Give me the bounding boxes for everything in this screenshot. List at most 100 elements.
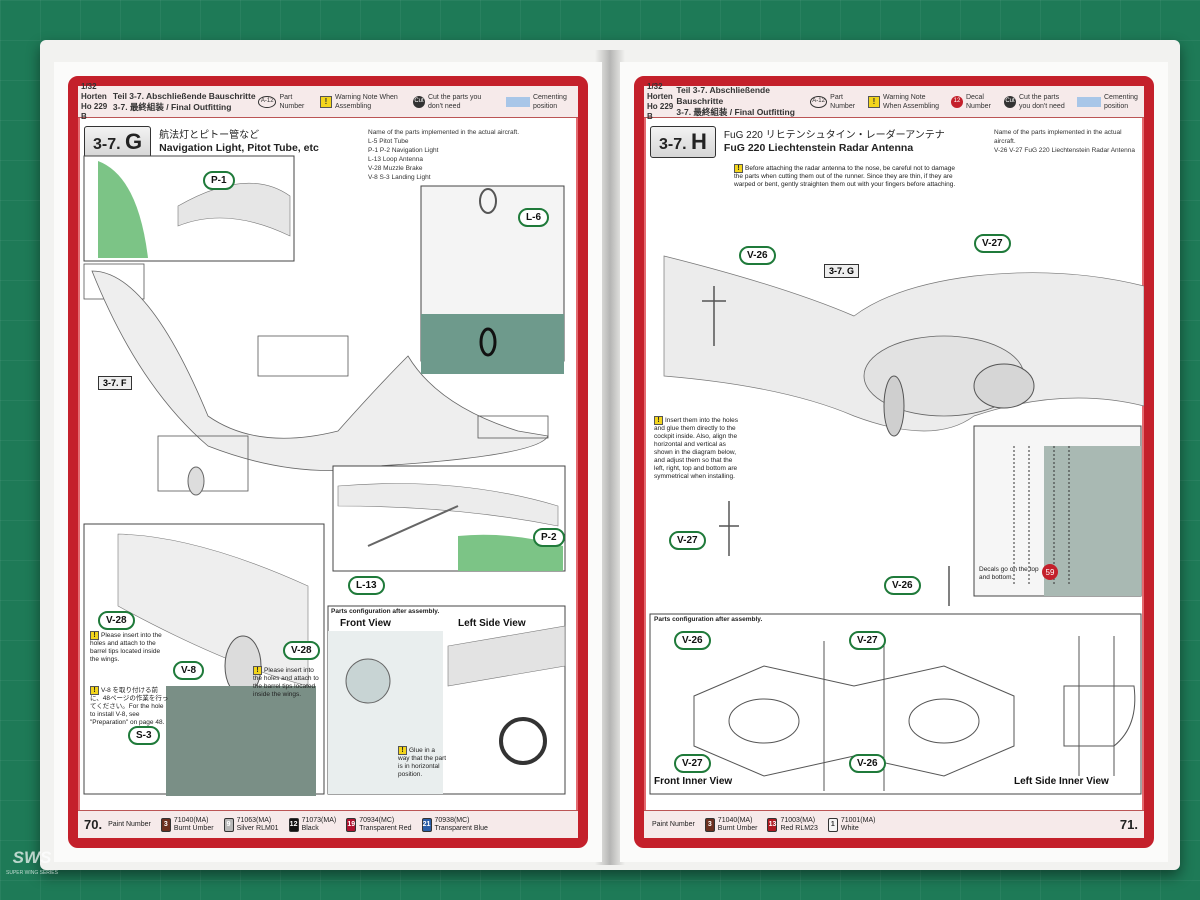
warning-note-insert: !Insert them into the holes and glue the… — [654, 416, 744, 481]
sws-watermark: SWS — [12, 848, 52, 867]
section-titles: 航法灯とピトー管など Navigation Light, Pitot Tube,… — [159, 129, 319, 155]
page-number: 70. — [84, 817, 103, 832]
section-3-7-g: 3-7. G 航法灯とピトー管など Navigation Light, Pito… — [84, 126, 319, 158]
paint-info: 70938(MC)Transparent Blue — [435, 817, 488, 833]
level-note: !Glue in a way that the part is in horiz… — [398, 746, 448, 779]
model-label: 1/32 Horten Ho 229 B — [647, 81, 674, 121]
parts-note-item: V-28 Muzzle Brake — [368, 165, 423, 172]
paint-name: Burnt Umber — [173, 824, 214, 832]
paint-code: 71001(MA) — [840, 816, 876, 824]
legend-cement-label: Cementing position — [532, 93, 567, 110]
legend-decal: 12 Decal Number — [951, 93, 996, 111]
front-view-engine — [345, 658, 391, 704]
tag-v-28: V-28 — [283, 641, 320, 660]
paint-entry: 12 71073(MA)Black — [288, 816, 337, 833]
paint-info: 70934(MC)Transparent Red — [359, 817, 411, 833]
section-title-jp: FuG 220 リヒテンシュタイン・レーダーアンテナ — [723, 130, 945, 141]
paint-number-legend: Paint Number — [108, 821, 151, 829]
side-view-airframe — [447, 625, 566, 687]
parts-note-heading: Name of the parts implemented in the act… — [994, 129, 1122, 145]
model-label: 1/32 Horten Ho 229 B — [81, 81, 108, 121]
parts-note-heading: Name of the parts implemented in the act… — [368, 129, 520, 136]
warning-icon: ! — [654, 416, 663, 425]
header-legend: A-12 Part Number ! Warning Note When Ass… — [810, 93, 1144, 111]
left-side-inner-view-label: Left Side Inner View — [1014, 776, 1109, 787]
paint-info: 71063(MA)Silver RLM01 — [237, 817, 279, 833]
landing-light-photo — [421, 314, 564, 374]
tag-s-3: S-3 — [128, 726, 160, 745]
paint-info: 71040(MA)Burnt Umber — [174, 817, 214, 833]
legend-warning: ! Warning Note When Assembling — [868, 93, 943, 111]
paint-entry: 3 71040(MA)Burnt Umber — [160, 817, 214, 833]
paint-code: 70938(MC) — [434, 816, 470, 824]
section-letter: H — [691, 129, 707, 154]
ref-3-7-f: 3-7. F — [98, 376, 132, 390]
landing-light-ring-photo — [479, 327, 497, 357]
pitot-wing-section — [337, 483, 559, 527]
legend-cut: Cut Cut the parts you don't need — [1004, 93, 1069, 111]
paint-chip: 1 — [827, 817, 838, 832]
paint-chip: 21 — [421, 817, 432, 832]
tag-l-13: L-13 — [348, 576, 385, 595]
title-de: Teil 3-7. Abschließende Bauschritte — [676, 85, 770, 106]
tag-v-27: V-27 — [849, 631, 886, 650]
paint-chip: 12 — [288, 817, 299, 832]
parts-note-item: L-13 Loop Antenna — [368, 156, 423, 163]
left-page: 1/32 Horten Ho 229 B Teil 3-7. Abschließ… — [54, 62, 602, 862]
section-title-en: Navigation Light, Pitot Tube, etc — [159, 142, 319, 154]
parts-note-item: L-5 Pitot Tube — [368, 138, 409, 145]
parts-note-item: P-1 P-2 Navigation Light — [368, 147, 439, 154]
legend-warning-label: Warning Note When Assembling — [883, 93, 940, 110]
paint-chip: 3 — [160, 817, 171, 832]
tag-v-27: V-27 — [974, 234, 1011, 253]
section-number-badge: 3-7. H — [650, 126, 716, 158]
paint-chip: 9 — [223, 817, 234, 832]
paint-info: 71040(MA)Burnt Umber — [718, 817, 758, 833]
parts-note-item: V-8 S-3 Landing Light — [368, 174, 431, 181]
gear-photo — [166, 686, 316, 796]
tag-v-28: V-28 — [98, 611, 135, 630]
paint-code: 71040(MA) — [173, 816, 209, 824]
front-view-photo — [328, 631, 443, 794]
parts-name-note: Name of the parts implemented in the act… — [368, 128, 578, 182]
warning-note-text: Please insert into the holes and attach … — [253, 667, 319, 698]
left-page-header: 1/32 Horten Ho 229 B Teil 3-7. Abschließ… — [78, 82, 578, 121]
legend-cement: Cementing position — [1077, 93, 1144, 111]
tag-v-26: V-26 — [739, 246, 776, 265]
section-title-jp: 航法灯とピトー管など — [159, 130, 260, 141]
paint-entry: 3 71040(MA)Burnt Umber — [704, 817, 758, 833]
paint-chip: 3 — [704, 817, 715, 832]
section-number: 3-7. — [659, 136, 687, 153]
decal-icon: 12 — [951, 95, 963, 108]
warning-note-text: Please insert into the holes and attach … — [90, 632, 162, 663]
front-view-label: Front View — [340, 618, 391, 629]
cut-icon: Cut — [1004, 95, 1016, 108]
section-titles: FuG 220 リヒテンシュタイン・レーダーアンテナ FuG 220 Liech… — [724, 129, 945, 155]
part-number-icon: A-12 — [258, 95, 277, 108]
paint-entry: 21 70938(MC)Transparent Blue — [421, 817, 488, 833]
warning-icon: ! — [398, 746, 407, 755]
right-page-footer: Paint Number 3 71040(MA)Burnt Umber 1 3 7… — [644, 810, 1144, 838]
paint-number-label: Paint Number — [652, 820, 695, 828]
warning-note-text: Insert them into the holes and glue them… — [654, 417, 738, 480]
paint-entry: 9 71063(MA)Silver RLM01 — [223, 817, 279, 833]
paint-chip: 19 — [346, 817, 357, 832]
wingtip-callout-box — [477, 415, 549, 439]
warning-note-radar: !Before attaching the radar antenna to t… — [734, 164, 964, 189]
title-jp-en: 3-7. 最終組装 / Final Outfitting — [112, 101, 232, 112]
paint-name: White — [840, 824, 859, 832]
cut-icon: Cut — [412, 95, 425, 108]
cement-swatch-icon — [1077, 96, 1101, 107]
paint-code: 71073(MA) — [301, 816, 337, 824]
paint-code: 70934(MC) — [359, 816, 395, 824]
front-inner-intake-left — [728, 698, 800, 744]
right-page: 1/32 Horten Ho 229 B Teil 3-7. Abschließ… — [620, 62, 1168, 862]
title-jp-en: 3-7. 最終組装 / Final Outfitting — [676, 107, 795, 117]
nose-wheel — [187, 466, 205, 496]
section-number: 3-7. — [93, 136, 121, 153]
legend-decal-label: Decal Number — [966, 93, 991, 110]
intake-right — [973, 363, 1035, 409]
nose-gear-callout — [157, 435, 249, 492]
title-de: Teil 3-7. Abschließende Bauschritte — [112, 90, 256, 101]
warning-note-barrel-right: !Please insert into the holes and attach… — [253, 666, 323, 699]
